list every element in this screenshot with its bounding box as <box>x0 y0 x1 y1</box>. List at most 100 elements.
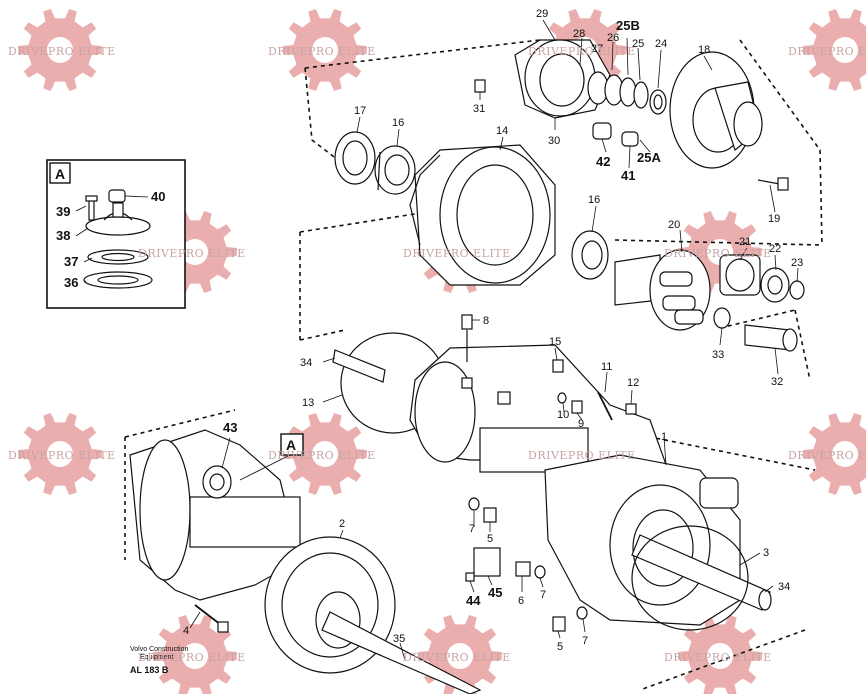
caption-brand: Volvo Construction <box>130 646 188 653</box>
watermark-gear-hole <box>312 441 338 467</box>
watermark-texts: DRIVEPRO ELITE DRIVEPRO ELITE DRIVEPRO E… <box>8 45 866 664</box>
gear-21 <box>719 254 761 296</box>
bolt-31 <box>474 79 486 93</box>
callout-26: 26 <box>607 32 619 44</box>
callout-33: 33 <box>712 349 724 361</box>
callout-43: 43 <box>223 420 237 435</box>
watermark-text: DRIVEPRO ELITE <box>664 651 772 664</box>
callout-44: 44 <box>466 593 481 608</box>
callout-2: 2 <box>339 518 345 530</box>
callout-10: 10 <box>557 409 569 421</box>
callout-34-lower: 34 <box>778 581 790 593</box>
carrier-20 <box>614 249 711 331</box>
watermark-text: DRIVEPRO ELITE <box>8 449 116 462</box>
fasteners <box>194 314 637 633</box>
callout-23: 23 <box>791 257 803 269</box>
gasket-3 <box>631 525 749 631</box>
housing-14 <box>409 144 556 286</box>
watermark-text: DRIVEPRO ELITE <box>528 449 636 462</box>
callout-21: 21 <box>739 236 751 248</box>
callout-4: 4 <box>183 625 189 637</box>
inset-label-39: 39 <box>56 204 70 219</box>
rings-24-28 <box>587 71 667 115</box>
callout-5-bottom: 5 <box>557 641 563 653</box>
callout-19: 19 <box>768 213 780 225</box>
callout-1: 1 <box>661 431 667 443</box>
reference-marker-a: A <box>280 433 304 456</box>
watermark-text: DRIVEPRO ELITE <box>138 247 246 260</box>
callout-7-mid: 7 <box>540 589 546 601</box>
inset-panel: A 40 39 38 37 36 <box>46 159 186 309</box>
callout-6: 6 <box>518 595 524 607</box>
callout-16-lower: 16 <box>588 194 600 206</box>
callout-3: 3 <box>763 547 769 559</box>
inset-label-38: 38 <box>56 228 70 243</box>
watermark-gear-hole <box>47 441 73 467</box>
callout-32: 32 <box>771 376 783 388</box>
watermark-text: DRIVEPRO ELITE <box>8 45 116 58</box>
callout-28: 28 <box>573 28 585 40</box>
callout-25a: 25A <box>637 150 661 165</box>
watermark-gear-hole <box>182 239 208 265</box>
callout-27: 27 <box>591 43 603 55</box>
watermark-text: DRIVEPRO ELITE <box>403 651 511 664</box>
watermark-gear-hole <box>832 441 858 467</box>
shaft-34-lower <box>631 534 772 611</box>
watermark-text: DRIVEPRO ELITE <box>788 45 866 58</box>
bushing-42 <box>592 122 612 140</box>
callout-31: 31 <box>473 103 485 115</box>
callout-11: 11 <box>601 361 612 373</box>
seal-17 <box>334 131 376 185</box>
callout-13: 13 <box>302 397 314 409</box>
watermark-gear-hole <box>832 37 858 63</box>
callouts: 29 25B 28 26 27 25 24 18 31 30 42 25A 41… <box>183 8 803 653</box>
inset-label-36: 36 <box>64 275 78 290</box>
ring-23 <box>789 280 805 300</box>
callout-15: 15 <box>549 336 561 348</box>
shaft-34-upper <box>332 349 386 383</box>
callout-5-left: 5 <box>487 533 493 545</box>
watermark-text: DRIVEPRO ELITE <box>403 247 511 260</box>
watermark-text: DRIVEPRO ELITE <box>528 45 636 58</box>
callout-8: 8 <box>483 315 489 327</box>
bushing-41 <box>621 131 639 147</box>
cover-29 <box>514 39 611 119</box>
inset-letter: A <box>55 166 65 182</box>
drawing-caption: Volvo Construction Equipment AL 183 B <box>130 646 188 675</box>
callout-22: 22 <box>769 243 781 255</box>
caption-code: AL 183 B <box>130 665 169 675</box>
callout-41: 41 <box>621 168 635 183</box>
callout-29: 29 <box>536 8 548 20</box>
callout-9: 9 <box>578 418 584 430</box>
watermark-gear-hole <box>447 643 473 669</box>
gear-22 <box>760 267 790 303</box>
callout-30: 30 <box>548 135 560 147</box>
watermark-text: DRIVEPRO ELITE <box>268 449 376 462</box>
callout-7-bottom: 7 <box>582 635 588 647</box>
callout-42: 42 <box>596 154 610 169</box>
washer-33 <box>713 307 731 329</box>
callout-14: 14 <box>496 125 508 137</box>
callout-24: 24 <box>655 38 667 50</box>
bearing-16-upper <box>374 145 416 195</box>
watermark-gear-hole <box>312 37 338 63</box>
watermark-text: DRIVEPRO ELITE <box>268 45 376 58</box>
callout-45: 45 <box>488 585 502 600</box>
callout-12: 12 <box>627 377 639 389</box>
reference-letter: A <box>286 437 296 453</box>
callout-34-upper: 34 <box>300 357 312 369</box>
inset-label-40: 40 <box>151 189 165 204</box>
left-axle-housing <box>129 429 301 601</box>
callout-7-left: 7 <box>469 523 475 535</box>
watermark-text: DRIVEPRO ELITE <box>138 651 246 664</box>
callout-17: 17 <box>354 105 366 117</box>
watermark-gear-hole <box>182 643 208 669</box>
caption-sub: Equipment <box>140 654 174 661</box>
watermark-gear-hole <box>47 37 73 63</box>
callout-18: 18 <box>698 44 710 56</box>
leader-lines <box>189 19 799 661</box>
sun-gear-32 <box>744 324 798 352</box>
watermark-text: DRIVEPRO ELITE <box>788 449 866 462</box>
